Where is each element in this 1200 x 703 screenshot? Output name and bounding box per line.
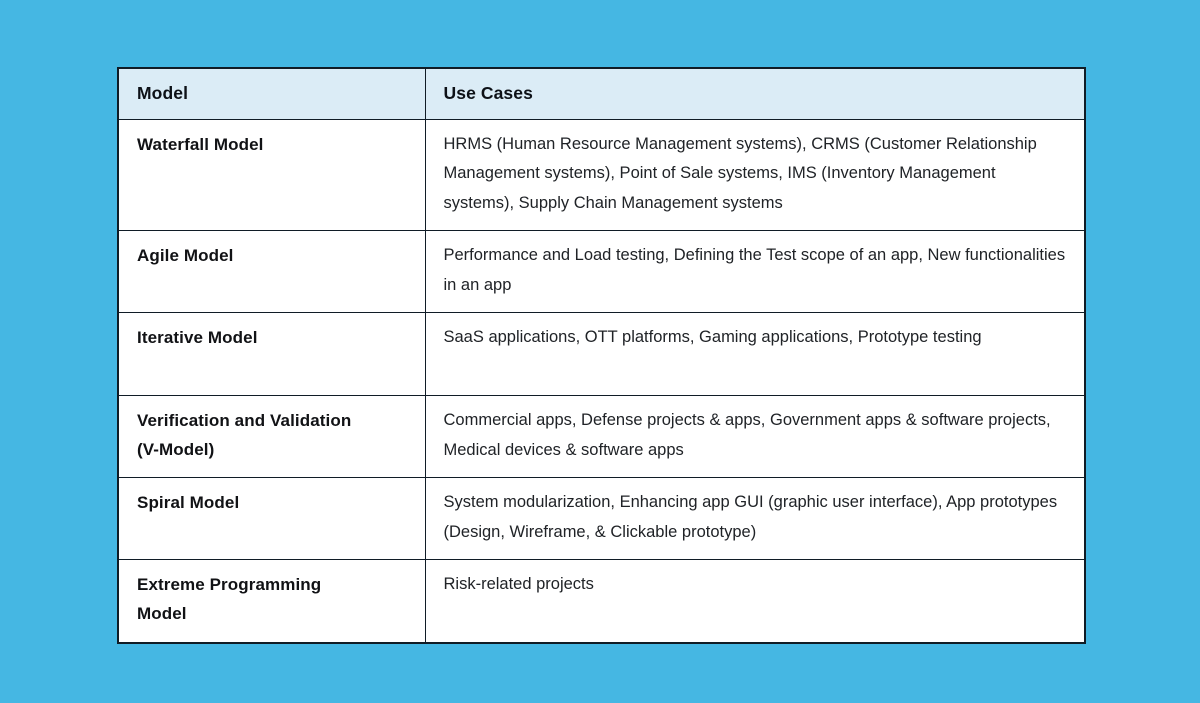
use-cases-cell: SaaS applications, OTT platforms, Gaming… (424, 312, 1086, 396)
use-cases-cell: Commercial apps, Defense projects & apps… (424, 395, 1086, 478)
header-cell-use-cases: Use Cases (424, 67, 1086, 120)
use-cases-cell: HRMS (Human Resource Management systems)… (424, 118, 1086, 231)
header-cell-model: Model (117, 67, 426, 120)
table-header: Model Use Cases (117, 67, 1086, 120)
model-cell: Agile Model (117, 230, 426, 313)
model-cell: Spiral Model (117, 477, 426, 560)
header-row: Model Use Cases (117, 67, 1086, 120)
model-use-cases-table: Model Use Cases Waterfall Model HRMS (Hu… (117, 67, 1086, 644)
table-row: Agile Model Performance and Load testing… (117, 230, 1086, 313)
use-cases-cell: System modularization, Enhancing app GUI… (424, 477, 1086, 560)
model-cell: Iterative Model (117, 312, 426, 396)
model-cell: Verification and Validation (V-Model) (117, 395, 426, 478)
table-row: Verification and Validation (V-Model) Co… (117, 395, 1086, 478)
table-row: Extreme Programming Model Risk-related p… (117, 559, 1086, 643)
table-row: Iterative Model SaaS applications, OTT p… (117, 312, 1086, 396)
table-body: Waterfall Model HRMS (Human Resource Man… (117, 118, 1086, 643)
model-cell: Waterfall Model (117, 118, 426, 231)
use-cases-cell: Performance and Load testing, Defining t… (424, 230, 1086, 313)
use-cases-cell: Risk-related projects (424, 559, 1086, 643)
table-row: Waterfall Model HRMS (Human Resource Man… (117, 118, 1086, 231)
table-row: Spiral Model System modularization, Enha… (117, 477, 1086, 560)
model-cell: Extreme Programming Model (117, 559, 426, 643)
